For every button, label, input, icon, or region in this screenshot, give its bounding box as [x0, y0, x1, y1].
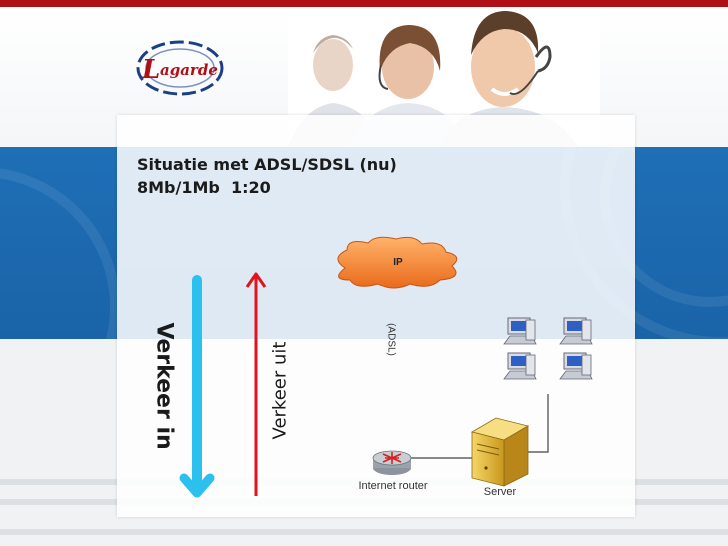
title-line-2: 8Mb/1Mb 1:20: [137, 178, 271, 198]
title-line-1: Situatie met ADSL/SDSL (nu): [137, 155, 397, 174]
router-icon: [372, 450, 412, 475]
content-panel: [117, 115, 635, 517]
svg-text:L: L: [141, 55, 160, 85]
slide-title: Situatie met ADSL/SDSL (nu) 8Mb/1Mb 1:20: [137, 153, 397, 199]
computer-icon: [503, 317, 537, 345]
adsl-link-label: (ADSL): [385, 323, 397, 356]
router-label: Internet router: [358, 480, 428, 492]
computer-icon: [559, 352, 593, 380]
server-icon: [470, 417, 530, 487]
outbound-traffic-arrow: [245, 272, 267, 496]
inbound-traffic-arrow: [179, 275, 215, 498]
server-label: Server: [483, 486, 517, 498]
svg-text:agarde: agarde: [160, 61, 218, 79]
cloud-label: IP: [393, 257, 403, 268]
top-accent-bar: [0, 0, 728, 7]
computer-icon: [503, 352, 537, 380]
cloud-icon: [337, 236, 458, 289]
lagarde-logo: L agarde: [136, 40, 224, 96]
lan-cable: [524, 394, 549, 453]
outbound-traffic-label: Verkeer uit: [269, 341, 291, 440]
inbound-traffic-label: Verkeer in: [151, 322, 177, 450]
computer-icon: [559, 317, 593, 345]
